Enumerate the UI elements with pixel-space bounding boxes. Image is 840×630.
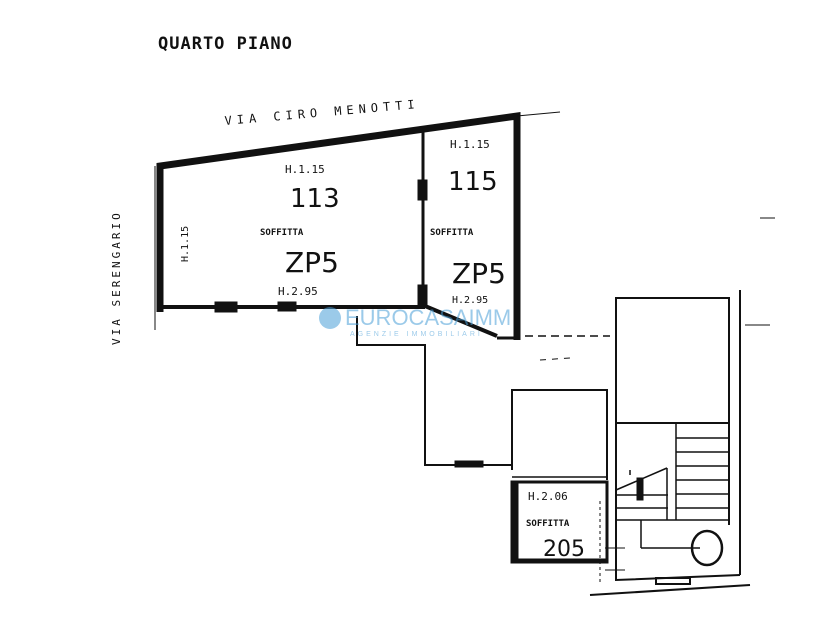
room-number: 115 <box>448 167 498 197</box>
room-type: SOFFITTA <box>430 228 474 238</box>
room-115: H.1.15 115 SOFFITTA ZP5 H.2.95 <box>430 138 506 306</box>
watermark-subtitle: AGENZIE IMMOBILIARI <box>350 331 483 338</box>
watermark-brand: EUROCASAIMM <box>345 305 511 330</box>
room-code: ZP5 <box>452 257 506 290</box>
room-type: SOFFITTA <box>526 519 570 529</box>
room-height-label: H.1.15 <box>180 226 191 262</box>
room-205: H.2.06 SOFFITTA 205 <box>526 490 585 562</box>
room-height-label: H.1.15 <box>450 138 490 151</box>
room-height-label: H.2.95 <box>452 295 488 306</box>
room-113: H.1.15 113 SOFFITTA ZP5 H.2.95 H.1.15 <box>180 163 340 298</box>
room-number: 113 <box>290 184 340 214</box>
room-height-label: H.1.15 <box>285 163 325 176</box>
watermark: EUROCASAIMM AGENZIE IMMOBILIARI <box>319 305 511 338</box>
room-number: 205 <box>543 537 585 562</box>
room-code: ZP5 <box>285 246 339 279</box>
plan-title: QUARTO PIANO <box>158 34 293 54</box>
walls <box>154 111 775 596</box>
street-label-top: VIA CIRO MENOTTI <box>224 97 420 128</box>
room-type: SOFFITTA <box>260 228 304 238</box>
watermark-logo-icon <box>319 307 341 329</box>
room-height-label: H.2.06 <box>528 490 568 503</box>
street-label-left: VIA SERENGARIO <box>110 210 123 345</box>
room-height-label: H.2.95 <box>278 285 318 298</box>
